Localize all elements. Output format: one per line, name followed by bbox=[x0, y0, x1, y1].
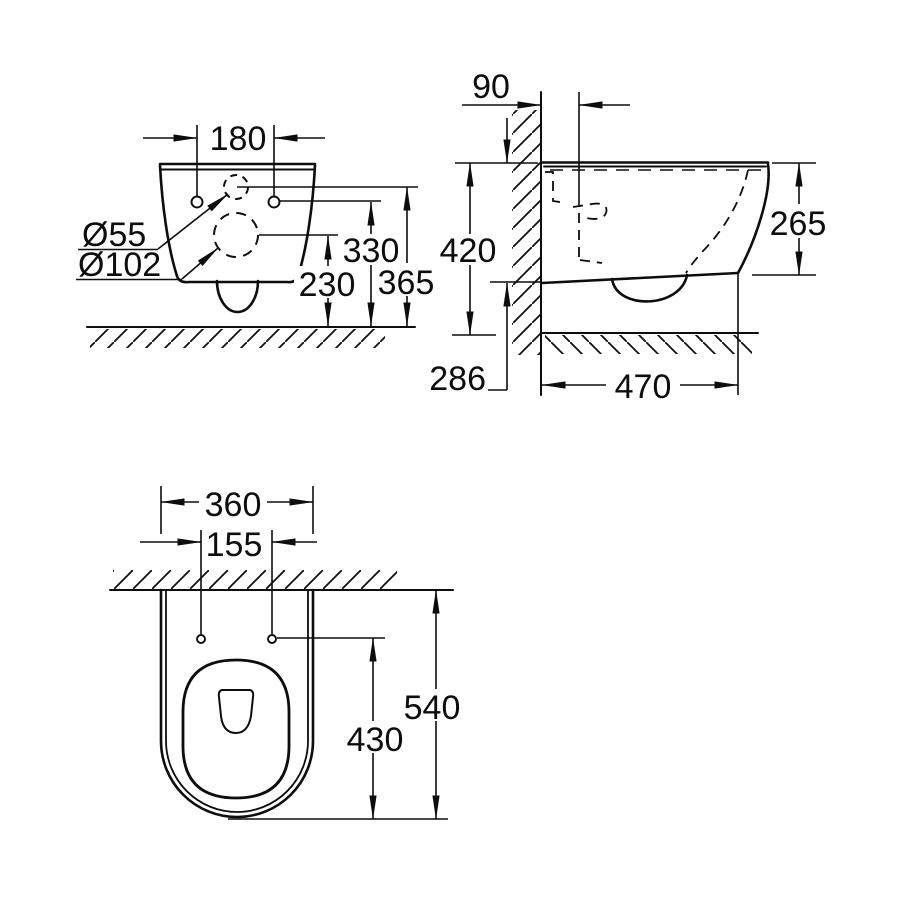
plan-hole-right bbox=[267, 634, 277, 644]
dim-label-155: 155 bbox=[206, 526, 263, 564]
dim-155: 155 bbox=[140, 526, 317, 564]
dim-label-470: 470 bbox=[615, 368, 672, 406]
mounting-hole-right bbox=[267, 195, 281, 209]
dim-230: 230 bbox=[294, 235, 360, 327]
flush-channel-dashed bbox=[545, 169, 749, 274]
dim-label-420: 420 bbox=[440, 232, 497, 270]
dim-540: 540 bbox=[400, 589, 466, 820]
front-view: 180 230 330 365 Ø55 Ø102 bbox=[76, 120, 439, 348]
dim-label-540: 540 bbox=[404, 689, 461, 727]
trap-side-outline bbox=[610, 273, 689, 303]
dim-label-d102: Ø102 bbox=[78, 246, 161, 284]
dim-286: 286 bbox=[429, 118, 541, 398]
dim-label-90: 90 bbox=[472, 68, 510, 106]
dim-470: 470 bbox=[541, 368, 739, 406]
dim-label-360: 360 bbox=[205, 486, 262, 524]
toilet-plan-outline bbox=[159, 588, 315, 819]
callout-supply-diameter: Ø55 bbox=[78, 193, 229, 254]
mounting-hole-left bbox=[190, 195, 204, 209]
dim-365: 365 bbox=[373, 186, 439, 327]
toilet-side-outline bbox=[540, 161, 770, 303]
plan-hole-left bbox=[196, 634, 206, 644]
bowl-rim-outline bbox=[181, 658, 291, 800]
outlet-circle bbox=[213, 212, 259, 258]
dim-label-230: 230 bbox=[299, 266, 356, 304]
dim-360: 360 bbox=[160, 486, 314, 524]
dim-420: 420 bbox=[434, 162, 538, 336]
plan-view: 360 155 430 540 bbox=[109, 486, 466, 820]
floor-hatch bbox=[90, 329, 385, 348]
trap-outline bbox=[215, 279, 260, 314]
dim-label-286: 286 bbox=[429, 360, 486, 398]
dim-label-265: 265 bbox=[770, 205, 827, 243]
side-floor-hatch bbox=[545, 335, 752, 354]
dim-430: 430 bbox=[342, 637, 408, 820]
dim-label-180: 180 bbox=[210, 120, 267, 158]
dim-label-430: 430 bbox=[347, 721, 404, 759]
wall-hatch bbox=[512, 110, 541, 355]
side-view: 90 420 265 286 470 bbox=[429, 68, 832, 406]
dim-label-d55: Ø55 bbox=[82, 216, 146, 254]
dim-90: 90 bbox=[462, 68, 630, 109]
dim-180: 180 bbox=[143, 120, 325, 158]
plan-wall-hatch bbox=[113, 570, 397, 589]
callout-outlet-diameter: Ø102 bbox=[76, 246, 219, 284]
dim-265: 265 bbox=[752, 162, 832, 276]
flush-opening-outline bbox=[217, 689, 255, 735]
dim-label-365: 365 bbox=[378, 264, 435, 302]
